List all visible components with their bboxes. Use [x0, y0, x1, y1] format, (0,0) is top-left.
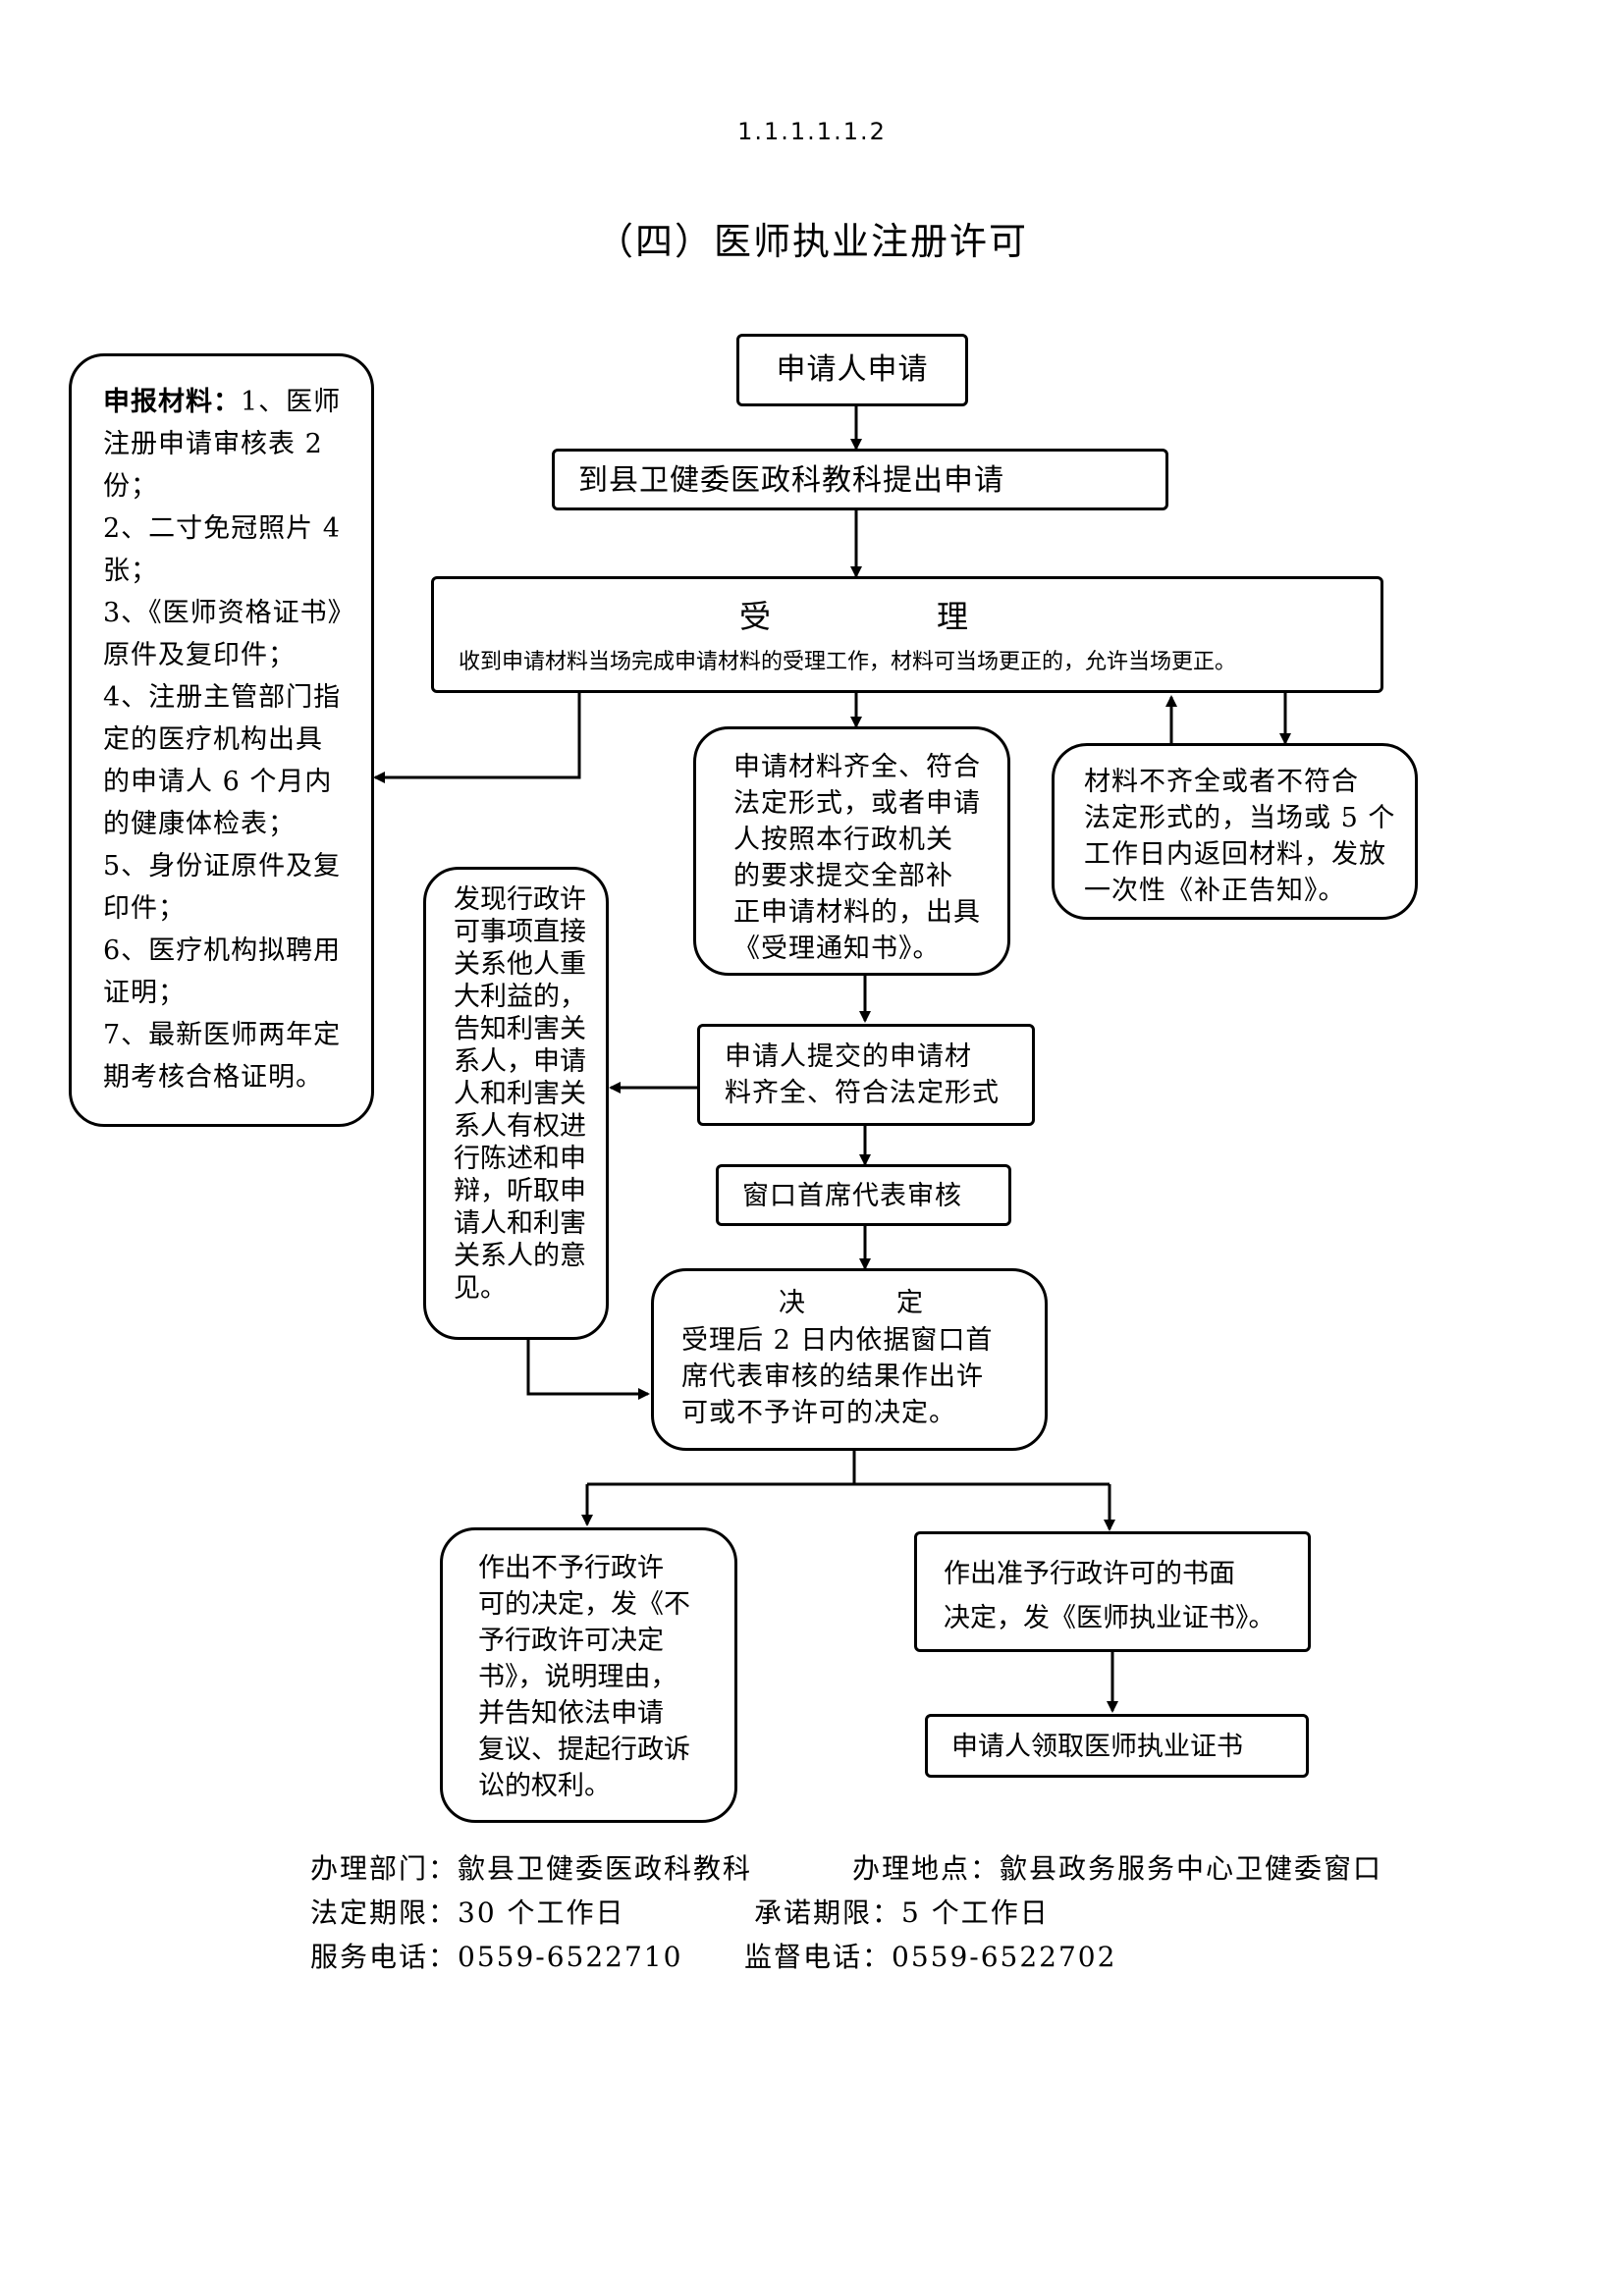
node-deny: 作出不予行政许 可的决定，发《不 予行政许可决定 书》，说明理由， 并告知依法申…	[440, 1527, 737, 1823]
node-submit: 到县卫健委医政科教科提出申请	[552, 449, 1168, 510]
materials-line: 申报材料：1、医师	[103, 387, 342, 417]
materials-line: 定的医疗机构出具	[103, 724, 323, 755]
footer-service-phone: 服务电话：0559-6522710	[310, 1941, 683, 1973]
materials-line: 6、医疗机构拟聘用	[103, 935, 342, 966]
node-incomplete: 材料不齐全或者不符合 法定形式的，当场或 5 个 工作日内返回材料，发放 一次性…	[1052, 743, 1418, 920]
materials-line: 原件及复印件；	[103, 640, 296, 670]
materials-line: 4、注册主管部门指	[103, 682, 342, 713]
materials-line: 7、最新医师两年定	[103, 1020, 342, 1050]
node-decision: 决 定 受理后 2 日内依据窗口首 席代表审核的结果作出许 可或不予许可的决定。	[651, 1268, 1048, 1451]
materials-line: 3、《医师资格证书》	[103, 598, 355, 628]
footer-supervise-phone: 监督电话：0559-6522702	[744, 1941, 1117, 1973]
accept-title-right: 理	[937, 598, 970, 635]
materials-line: 注册申请审核表 2	[103, 429, 323, 459]
materials-line: 的健康体检表；	[103, 809, 296, 839]
node-grant: 作出准予行政许可的书面 决定，发《医师执业证书》。	[914, 1531, 1311, 1652]
decision-title-right: 定	[896, 1288, 924, 1318]
arrow-accept-to-materials	[373, 693, 581, 783]
footer-legal-term: 法定期限：30 个工作日	[310, 1896, 625, 1929]
node-accept: 受 理 收到申请材料当场完成申请材料的受理工作，材料可当场更正的，允许当场更正。	[431, 576, 1383, 693]
materials-line: 份；	[103, 471, 158, 502]
footer-promise-term: 承诺期限：5 个工作日	[754, 1896, 1050, 1929]
footer-place: 办理地点：歙县政务服务中心卫健委窗口	[852, 1852, 1383, 1885]
decision-description: 受理后 2 日内依据窗口首 席代表审核的结果作出许 可或不予许可的决定。	[681, 1325, 994, 1428]
node-complete: 申请材料齐全、符合 法定形式，或者申请 人按照本行政机关 的要求提交全部补 正申…	[693, 726, 1010, 976]
materials-heading: 申报材料：	[103, 387, 241, 417]
materials-line: 期考核合格证明。	[103, 1062, 323, 1093]
page-title: （四）医师执业注册许可	[595, 220, 1028, 263]
materials-line: 2、二寸免冠照片 4	[103, 513, 341, 544]
node-materials-ok: 申请人提交的申请材 料齐全、符合法定形式	[697, 1024, 1035, 1126]
node-apply: 申请人申请	[736, 334, 968, 406]
materials-line: 5、身份证原件及复	[103, 851, 342, 881]
decision-title-left: 决	[779, 1288, 806, 1318]
materials-line: 张；	[103, 556, 158, 586]
node-review: 窗口首席代表审核	[716, 1164, 1011, 1226]
materials-line: 印件；	[103, 893, 186, 924]
accept-title-left: 受	[739, 598, 773, 635]
arrow-hearing-to-decision	[526, 1340, 650, 1400]
materials-line: 证明；	[103, 978, 186, 1008]
footer-dept: 办理部门：歙县卫健委医政科教科	[310, 1852, 753, 1885]
node-hearing: 发现行政许 可事项直接 关系他人重 大利益的， 告知利害关 系人，申请 人和利害…	[423, 867, 609, 1340]
node-collect: 申请人领取医师执业证书	[925, 1714, 1309, 1778]
page-number: 1.1.1.1.1.2	[737, 118, 887, 145]
materials-list-box: 申报材料：1、医师 注册申请审核表 2 份； 2、二寸免冠照片 4 张； 3、《…	[69, 353, 374, 1127]
materials-line: 的申请人 6 个月内	[103, 767, 333, 797]
accept-description: 收到申请材料当场完成申请材料的受理工作，材料可当场更正的，允许当场更正。	[459, 650, 1237, 674]
